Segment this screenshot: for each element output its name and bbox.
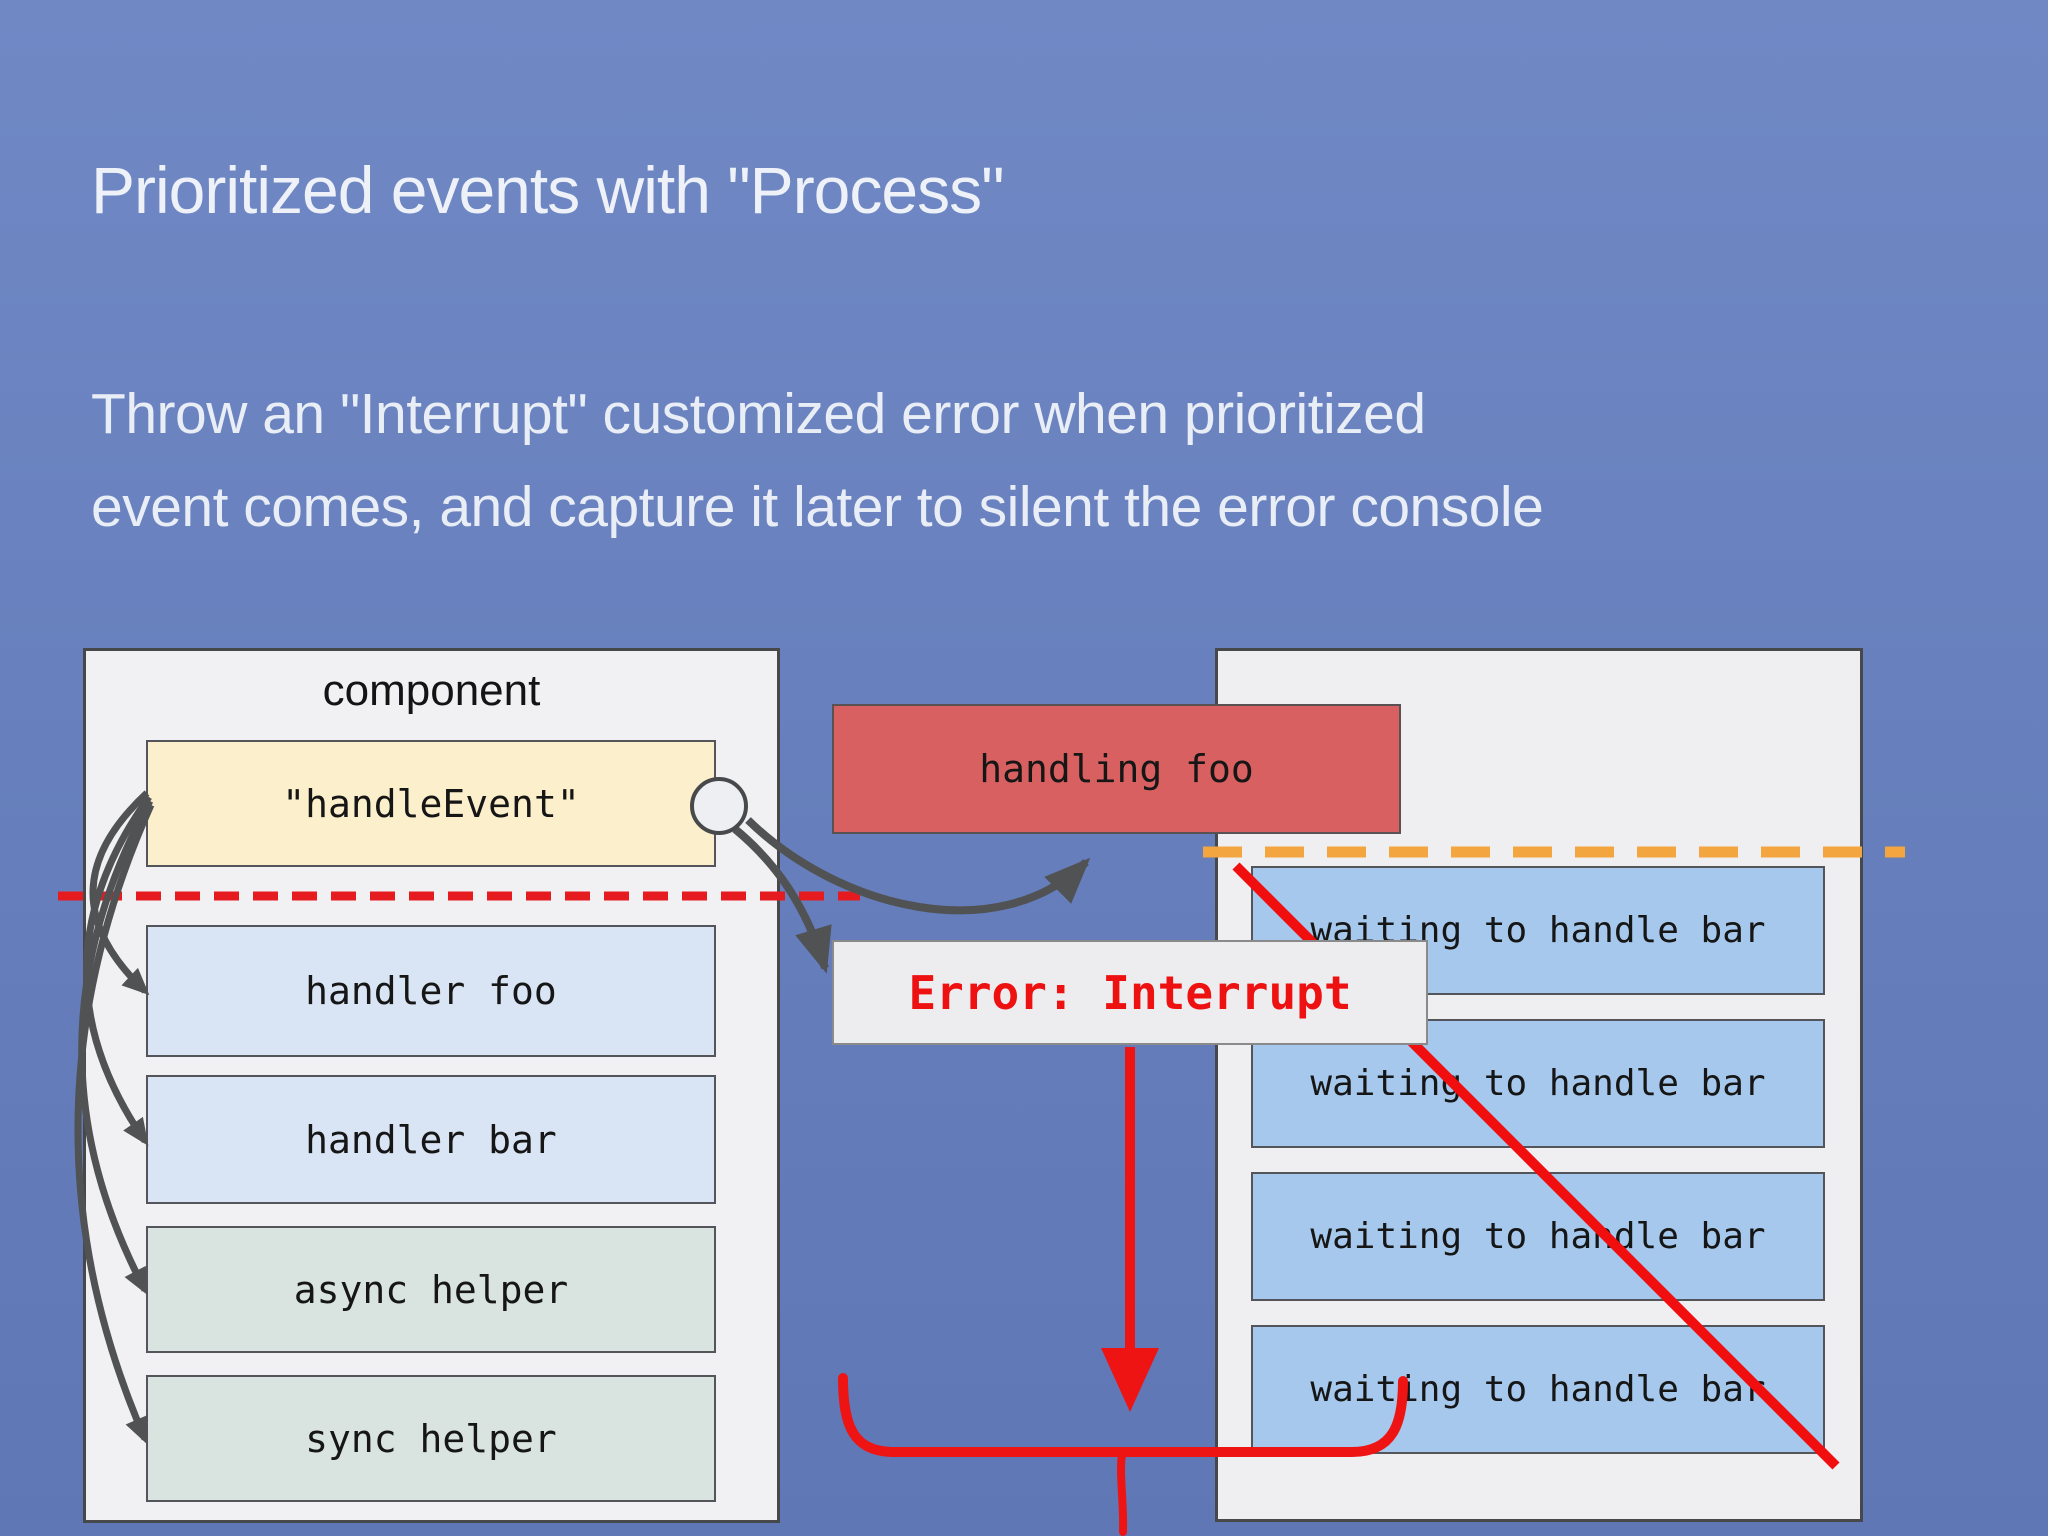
async-helper-box: async helper (146, 1226, 716, 1353)
waiting-box: waiting to handle bar (1251, 1172, 1825, 1301)
under-brace-pointer-icon (1117, 1451, 1128, 1536)
interrupt-drop-arrow-icon (1101, 1348, 1159, 1412)
page-title: Prioritized events with "Process" (91, 153, 1005, 227)
subtitle-line-1: Throw an "Interrupt" customized error wh… (91, 382, 1426, 446)
handler-bar-box: handler bar (146, 1075, 716, 1204)
sync-helper-box: sync helper (146, 1375, 716, 1502)
page-subtitle: Throw an "Interrupt" customized error wh… (91, 368, 1971, 554)
handling-foo-box: handling foo (832, 704, 1401, 834)
subtitle-line-2: event comes, and capture it later to sil… (91, 475, 1544, 539)
handle-event-box: "handleEvent" (146, 740, 716, 867)
component-panel-title: component (322, 666, 541, 715)
waiting-box: waiting to handle bar (1251, 1325, 1825, 1454)
error-interrupt-box: Error: Interrupt (832, 940, 1428, 1045)
handler-foo-box: handler foo (146, 925, 716, 1057)
